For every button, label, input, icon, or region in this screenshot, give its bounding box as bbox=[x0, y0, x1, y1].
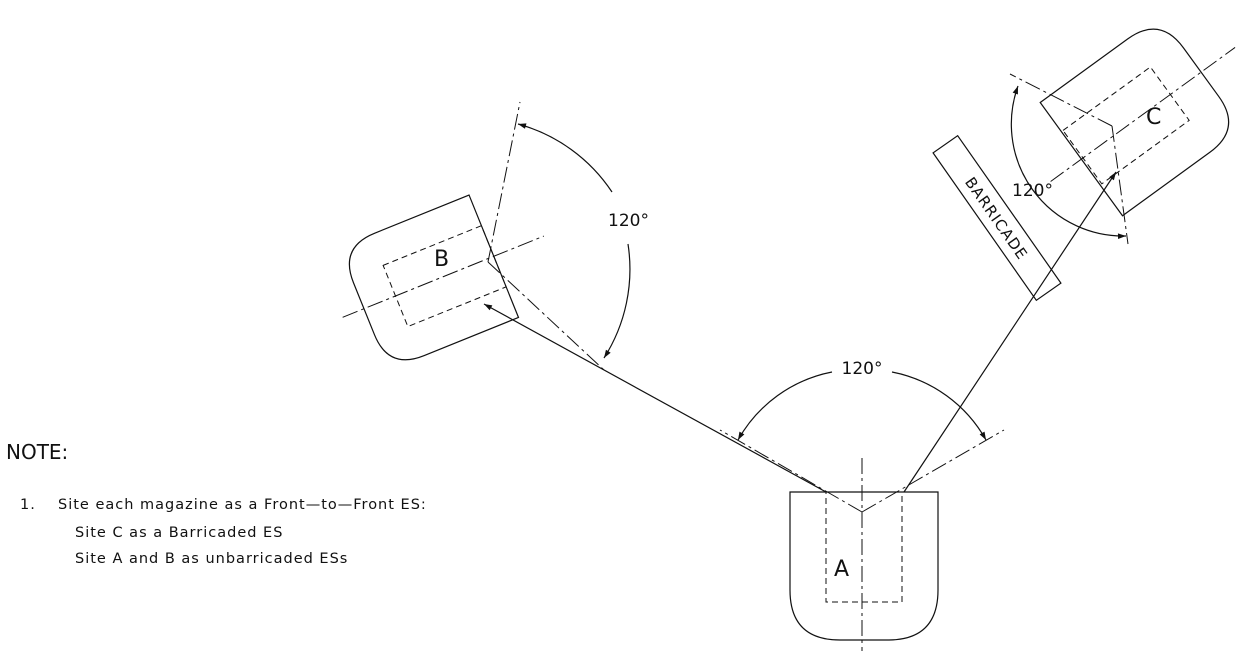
angle-b-ray-upper bbox=[487, 101, 521, 263]
note-item-text: Site each magazine as a Front—to—Front E… bbox=[58, 497, 427, 513]
angle-b-arc-lower bbox=[603, 243, 631, 359]
angle-b-dimension: 120° bbox=[487, 101, 649, 371]
magazine-b-centerline bbox=[342, 235, 545, 318]
site-c-label: C bbox=[1146, 105, 1161, 130]
angle-c-ray-upper bbox=[1009, 73, 1113, 127]
magazine-c bbox=[1039, 28, 1236, 217]
note-title: NOTE: bbox=[6, 440, 69, 464]
magazine-c-inner bbox=[1062, 66, 1190, 185]
magazine-a-inner bbox=[825, 491, 903, 603]
magazine-b bbox=[342, 194, 545, 361]
magazine-c-outline bbox=[1039, 28, 1230, 217]
angle-a-arc-left bbox=[737, 371, 833, 441]
angle-c-label: 120° bbox=[1012, 181, 1053, 201]
barricade-outline bbox=[932, 134, 1062, 302]
site-b-label: B bbox=[434, 247, 449, 272]
angle-a-arc-right bbox=[891, 371, 987, 441]
angle-a-ray-left bbox=[719, 429, 863, 513]
site-a-label: A bbox=[834, 557, 849, 582]
magazine-b-outline bbox=[348, 194, 520, 361]
note-item-number: 1. bbox=[20, 497, 36, 513]
magazine-a: A bbox=[789, 458, 939, 651]
separation-line-a-to-b bbox=[483, 303, 827, 493]
angle-b-arc-upper bbox=[517, 123, 613, 193]
angle-c-dimension: 120° bbox=[1009, 73, 1129, 245]
angle-a-label: 120° bbox=[842, 359, 883, 379]
note-sub-item-1: Site C as a Barricaded ES bbox=[75, 525, 284, 541]
magazine-a-outline bbox=[789, 491, 939, 641]
angle-c-arc bbox=[1010, 85, 1127, 239]
separation-line-a-to-c bbox=[903, 171, 1117, 493]
magazine-c-centerline bbox=[1050, 47, 1236, 182]
angle-a-ray-right bbox=[861, 429, 1005, 513]
angle-b-label: 120° bbox=[608, 211, 649, 231]
note-sub-item-2: Site A and B as unbarricaded ESs bbox=[75, 551, 349, 567]
angle-c-ray-lower bbox=[1111, 125, 1129, 245]
angle-a-dimension: 120° bbox=[719, 359, 1005, 513]
barricade: BARRICADE bbox=[932, 134, 1062, 302]
